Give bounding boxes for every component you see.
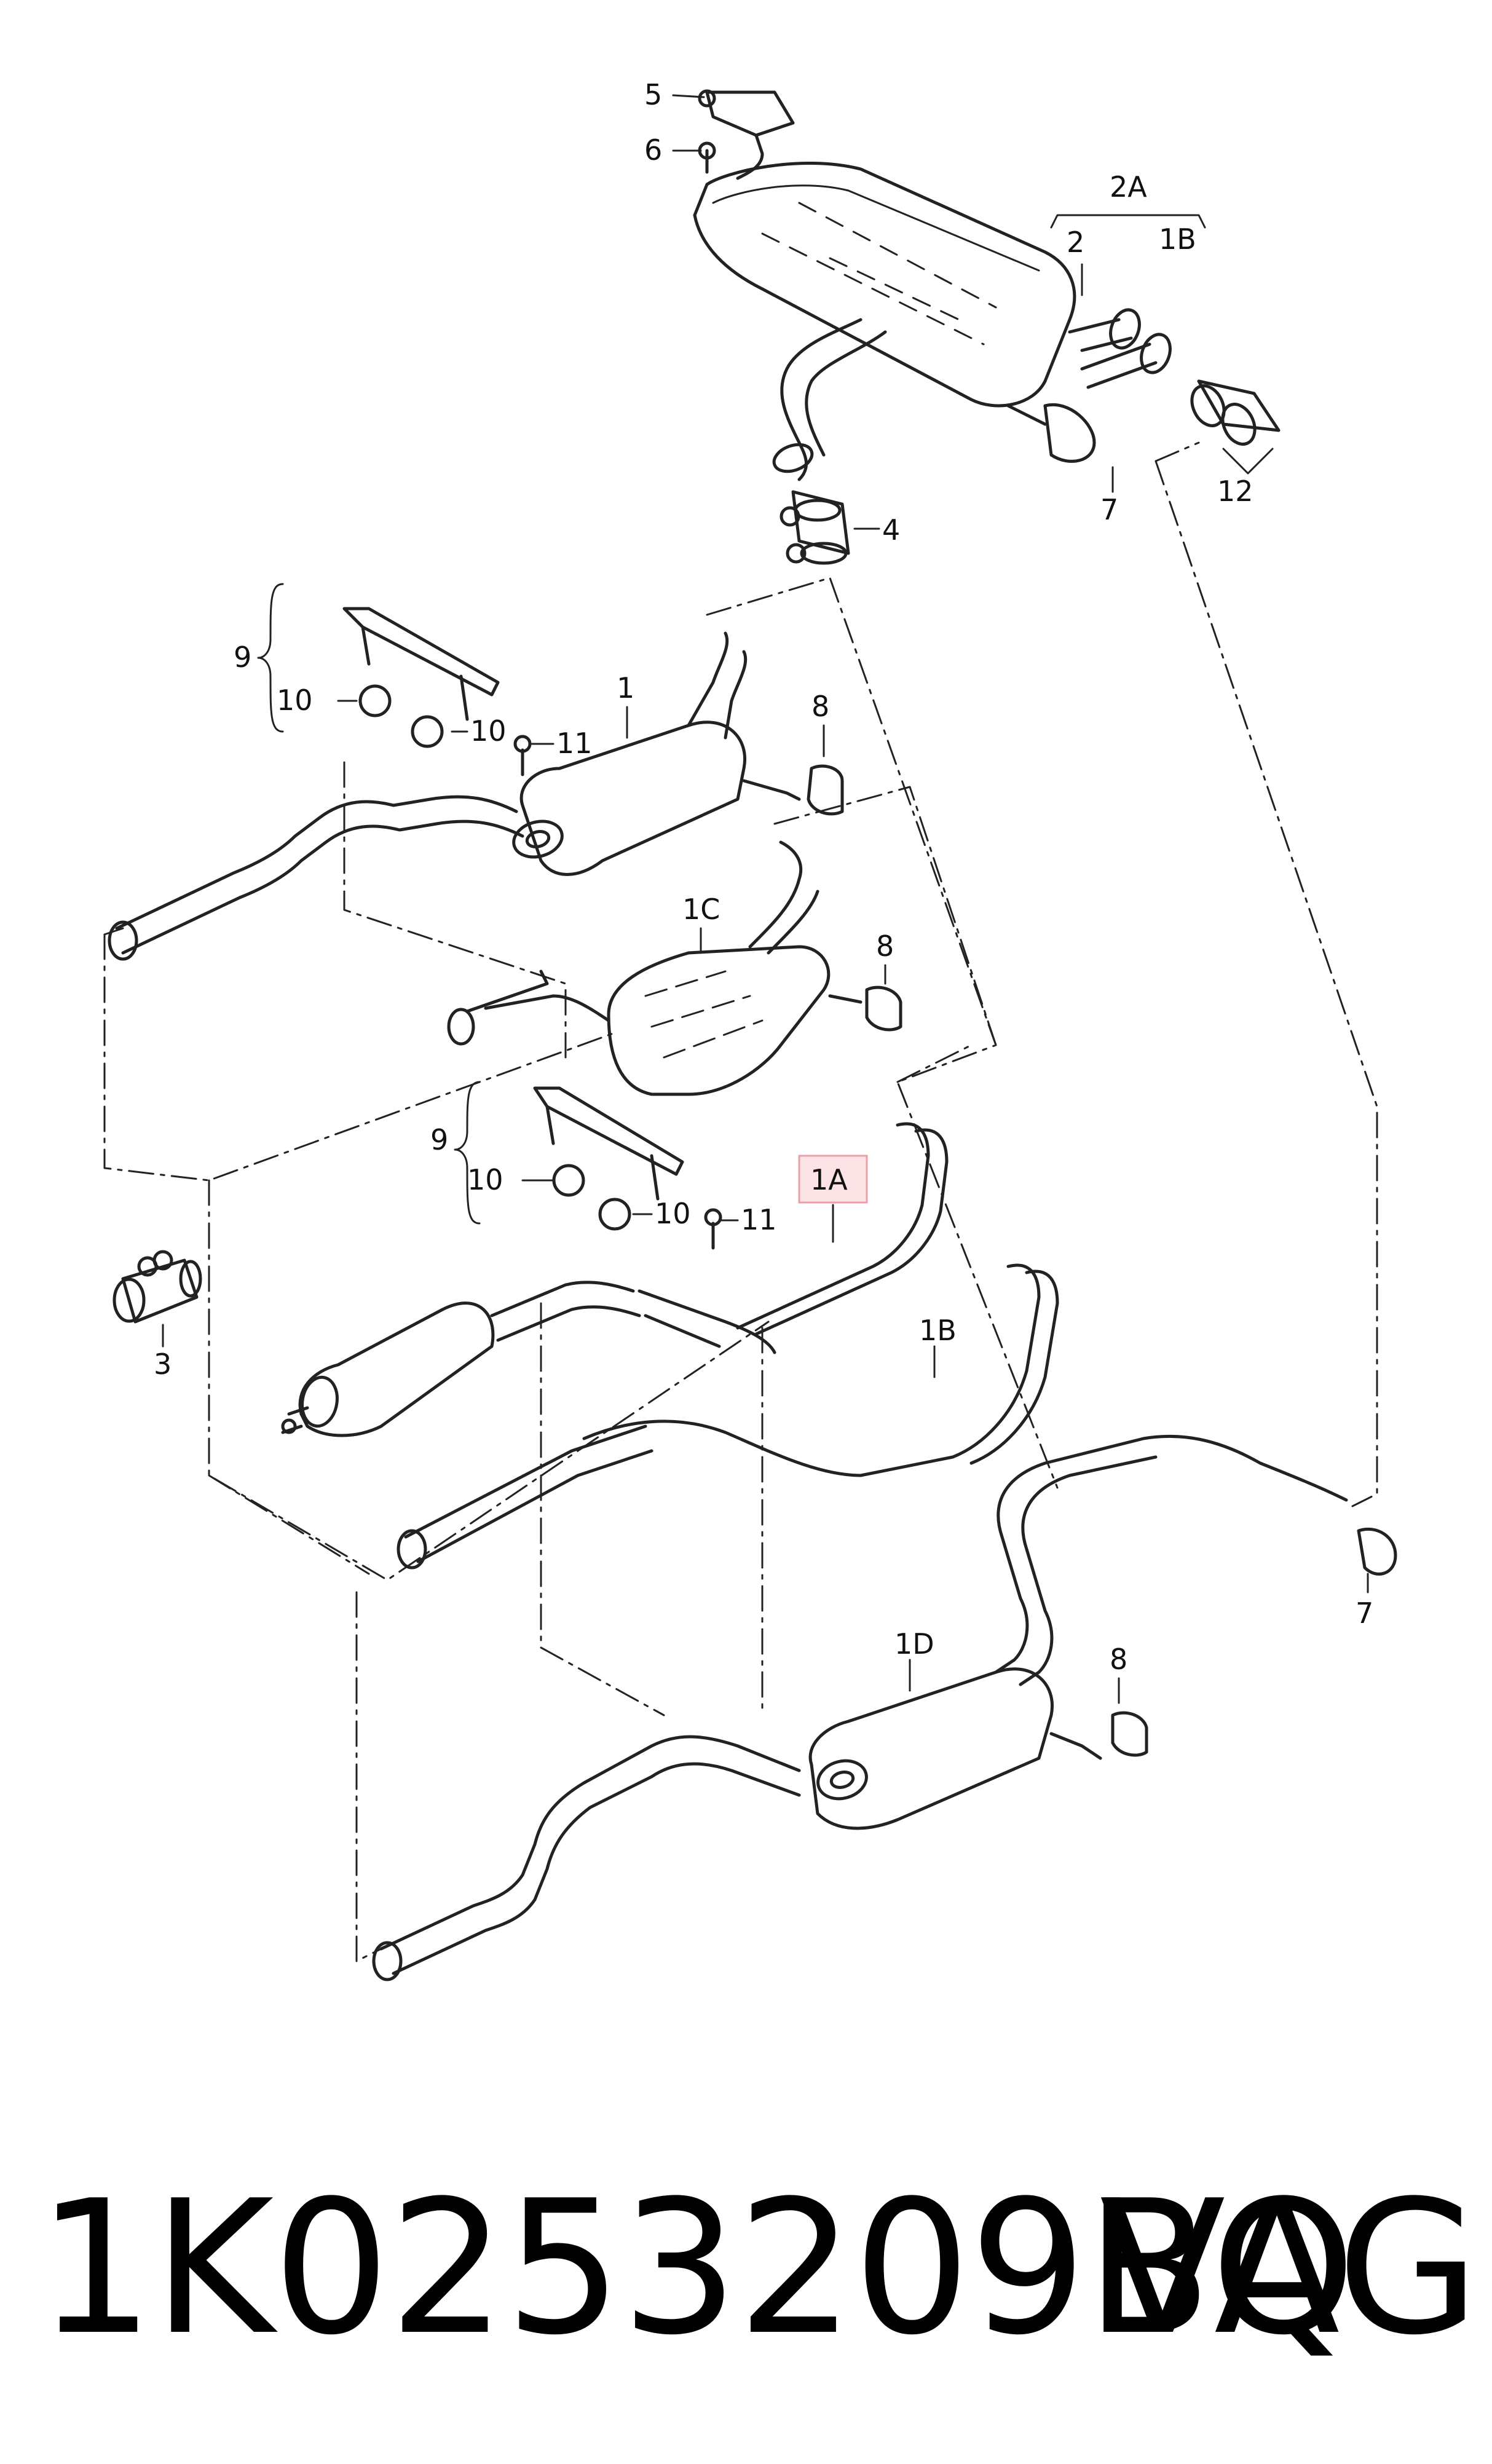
callout-8-b: 8 (876, 930, 894, 963)
pipe-1D (372, 1434, 1397, 1981)
front-pipe-silencer (281, 1281, 776, 1437)
callout-12: 12 (1217, 475, 1253, 508)
callout-9-mid: 9 (430, 1123, 448, 1156)
assembly-lines (103, 441, 1378, 1962)
callout-8-a: 8 (811, 690, 829, 723)
clamp-4 (780, 490, 850, 565)
front-pipe-upper (108, 795, 524, 961)
callout-3: 3 (154, 1348, 172, 1381)
callout-1C: 1C (682, 893, 720, 926)
callout-2A: 2A (1110, 170, 1147, 203)
callout-1B-top: 1B (1159, 223, 1196, 256)
part-number: 1K0253209BQ (37, 2161, 1356, 2375)
callout-5: 5 (644, 78, 662, 111)
callout-labels: 5 6 2A 2 1B 7 12 4 9 10 10 11 1 8 1C 8 9… (154, 78, 1373, 1676)
callout-1B-mid: 1B (919, 1314, 957, 1347)
callout-6: 6 (644, 133, 662, 167)
pipe-1A-1B (397, 1122, 1059, 1570)
leader-lines (162, 94, 1369, 1704)
callout-1D: 1D (894, 1627, 934, 1660)
rear-silencer (693, 89, 1281, 481)
diagram-canvas: 5 6 2A 2 1B 7 12 4 9 10 10 11 1 8 1C 8 9… (103, 78, 1397, 1981)
callout-1A: 1A (810, 1163, 848, 1196)
callout-10-mid-b: 10 (655, 1197, 691, 1230)
callout-10-top-b: 10 (470, 714, 507, 748)
highlight-box-1A (798, 1155, 868, 1204)
clamp-3 (112, 1250, 202, 1324)
middle-muffler-1C (447, 840, 902, 1096)
callout-7-mid: 7 (1356, 1597, 1373, 1630)
callout-11-top: 11 (556, 727, 593, 760)
hanger-9-mid (533, 1086, 722, 1250)
hanger-9-top (342, 607, 532, 776)
callout-10-mid-a: 10 (467, 1163, 503, 1196)
callout-7-top: 7 (1100, 493, 1118, 526)
callout-10-top-a: 10 (277, 684, 313, 717)
callout-8-c: 8 (1110, 1643, 1127, 1676)
callout-9-top: 9 (234, 641, 251, 674)
callout-4: 4 (882, 513, 900, 547)
middle-muffler-1 (512, 631, 844, 876)
brace-9-mid (454, 1081, 481, 1225)
callout-11-mid: 11 (741, 1203, 777, 1236)
callout-1: 1 (617, 671, 634, 705)
callout-2: 2 (1067, 226, 1084, 259)
brace-9-top (257, 583, 284, 733)
brand-label: VAG (1099, 2161, 1480, 2375)
